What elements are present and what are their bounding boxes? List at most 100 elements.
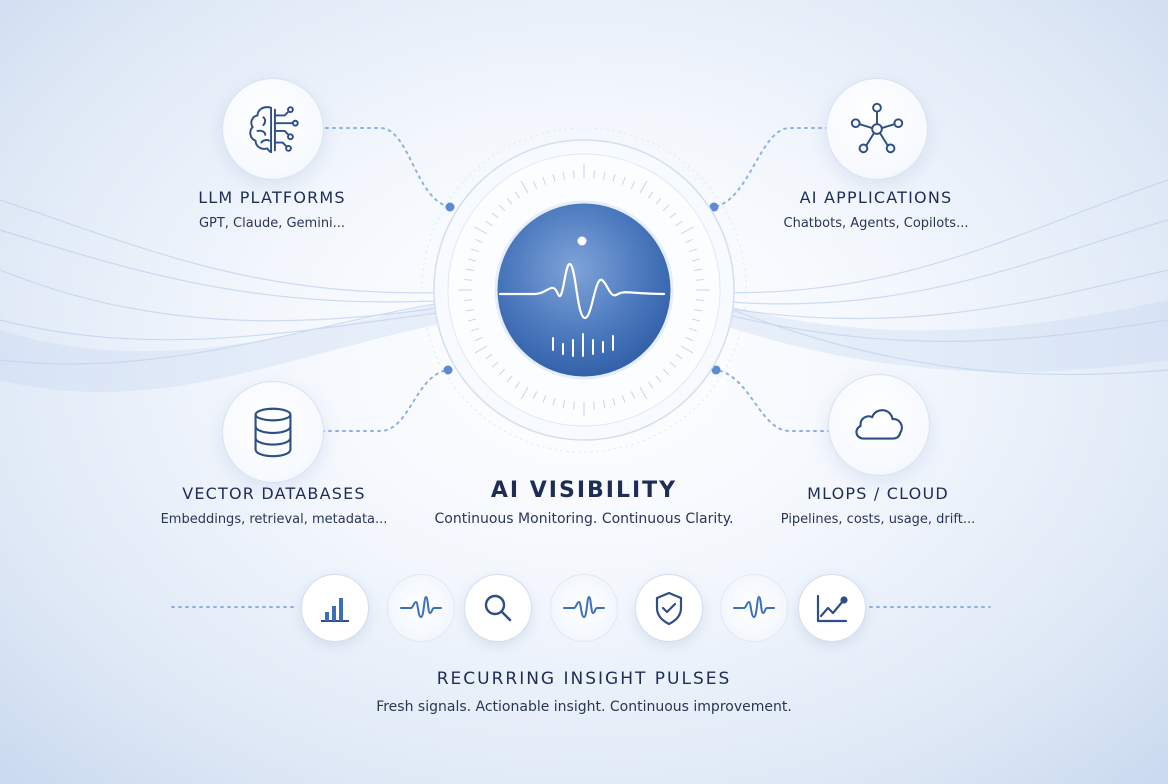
dial-tick xyxy=(562,171,566,180)
dial-tick xyxy=(491,361,499,368)
dial-tick xyxy=(602,400,606,409)
dial-tick xyxy=(465,308,474,312)
ai-applications-title: AI APPLICATIONS xyxy=(799,188,953,207)
ai-applications-node xyxy=(826,78,928,180)
dial-tick xyxy=(593,401,595,410)
cloud-icon xyxy=(855,409,903,440)
vector-databases-subtitle: Embeddings, retrieval, metadata... xyxy=(160,512,388,527)
dial-tick xyxy=(647,191,654,199)
mlops-cloud-title: MLOPS / CLOUD xyxy=(807,484,949,503)
dial-tick xyxy=(602,171,606,180)
llm-platforms-subtitle: GPT, Claude, Gemini... xyxy=(198,216,346,231)
dial-tick xyxy=(621,395,626,403)
llm-platforms-title: LLM PLATFORMS xyxy=(198,188,346,207)
dial-tick xyxy=(621,177,626,185)
dial-tick xyxy=(573,170,575,179)
dial-tick xyxy=(498,204,506,212)
dial-tick xyxy=(506,375,513,383)
dial-tick xyxy=(655,197,662,205)
dial-tick xyxy=(669,361,677,368)
dial-tick xyxy=(630,181,636,189)
dial-tick xyxy=(471,327,479,332)
insight-pulses-subtitle: Fresh signals. Actionable insight. Conti… xyxy=(376,699,792,715)
wave-icon xyxy=(733,595,775,619)
dial-tick xyxy=(485,353,493,360)
dial-tick xyxy=(475,238,483,244)
dial-tick xyxy=(471,248,479,253)
dial-tick xyxy=(532,181,538,189)
central-dial xyxy=(421,127,747,453)
dial-tick xyxy=(694,268,703,272)
wave-icon xyxy=(563,595,605,619)
dial-tick xyxy=(669,212,677,219)
dial-tick xyxy=(474,345,488,354)
dial-tick xyxy=(474,226,488,235)
dial-tick xyxy=(520,180,529,194)
dial-tick xyxy=(675,353,683,360)
heartbeat-pulse-icon xyxy=(498,236,666,357)
dial-tick xyxy=(573,401,575,410)
dial-tick xyxy=(498,368,506,376)
background-wave-fill xyxy=(0,300,1168,393)
dial-tick xyxy=(689,248,697,253)
bar-chart-icon xyxy=(321,598,349,622)
dial-tick xyxy=(675,220,683,227)
mlops-cloud-subtitle: Pipelines, costs, usage, drift... xyxy=(780,512,976,527)
dial-tick xyxy=(685,238,693,244)
dial-tick xyxy=(514,191,521,199)
shield-check-icon xyxy=(655,591,683,626)
dial-tick xyxy=(680,226,694,235)
brain-circuit-icon xyxy=(249,106,299,154)
dial-tick xyxy=(689,327,697,332)
trend-pulse xyxy=(798,574,866,642)
dial-tick xyxy=(467,318,476,322)
vector-databases-node xyxy=(222,381,324,483)
bar-chart-pulse xyxy=(301,574,369,642)
dial-tick xyxy=(467,258,476,262)
dial-tick xyxy=(612,398,616,407)
dial-tick xyxy=(662,368,670,376)
dial-tick xyxy=(647,381,654,389)
dial-tick xyxy=(694,308,703,312)
network-hub-icon xyxy=(850,102,904,154)
wave-pulse-3 xyxy=(720,574,788,642)
llm-platforms-node xyxy=(222,78,324,180)
dial-tick xyxy=(491,212,499,219)
dial-tick xyxy=(639,180,648,194)
insight-pulses-title: RECURRING INSIGHT PULSES xyxy=(436,669,732,689)
dial-tick xyxy=(630,391,636,399)
dial-tick xyxy=(514,381,521,389)
dial-tick xyxy=(464,279,473,281)
dial-tick xyxy=(542,177,547,185)
dial-tick xyxy=(685,336,693,342)
database-icon xyxy=(254,407,292,458)
ai-applications-subtitle: Chatbots, Agents, Copilots... xyxy=(783,216,969,231)
dial-tick xyxy=(552,173,556,182)
dial-tick xyxy=(542,395,547,403)
shield-pulse xyxy=(635,574,703,642)
wave-pulse-1 xyxy=(387,574,455,642)
dial-tick xyxy=(562,400,566,409)
magnifier-pulse xyxy=(464,574,532,642)
dial-tick xyxy=(692,258,701,262)
trend-line-icon xyxy=(816,594,848,623)
dial-tick xyxy=(692,318,701,322)
dial-tick xyxy=(680,345,694,354)
connector-dots xyxy=(443,202,721,375)
dial-tick xyxy=(695,279,704,281)
background-waves xyxy=(0,179,1168,376)
vector-databases-title: VECTOR DATABASES xyxy=(182,484,366,503)
dial-tick xyxy=(662,204,670,212)
dial-tick xyxy=(485,220,493,227)
dial-tick xyxy=(475,336,483,342)
dial-tick xyxy=(612,173,616,182)
dial-tick xyxy=(532,391,538,399)
wave-icon xyxy=(400,595,442,619)
connectors xyxy=(171,127,991,608)
ai-visibility-title: AI VISIBILITY xyxy=(490,478,678,503)
dial-tick xyxy=(552,398,556,407)
wave-pulse-2 xyxy=(550,574,618,642)
mlops-cloud-node xyxy=(828,374,930,476)
dial-tick xyxy=(695,299,704,301)
